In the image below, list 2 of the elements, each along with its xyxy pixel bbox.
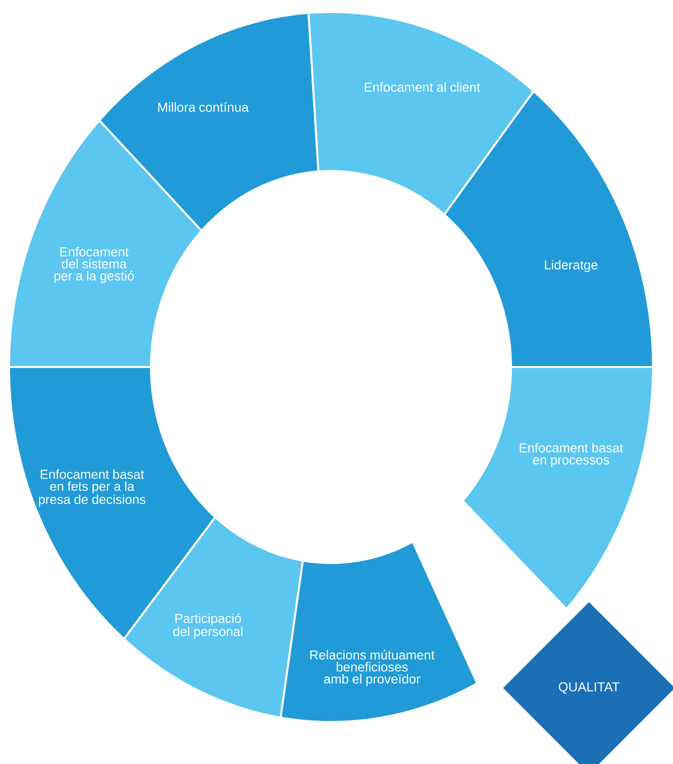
ring-segment: Relacions mútuament beneficioses amb el proveïdor [280, 540, 478, 723]
ring-segment: Millora contínua [98, 12, 320, 232]
